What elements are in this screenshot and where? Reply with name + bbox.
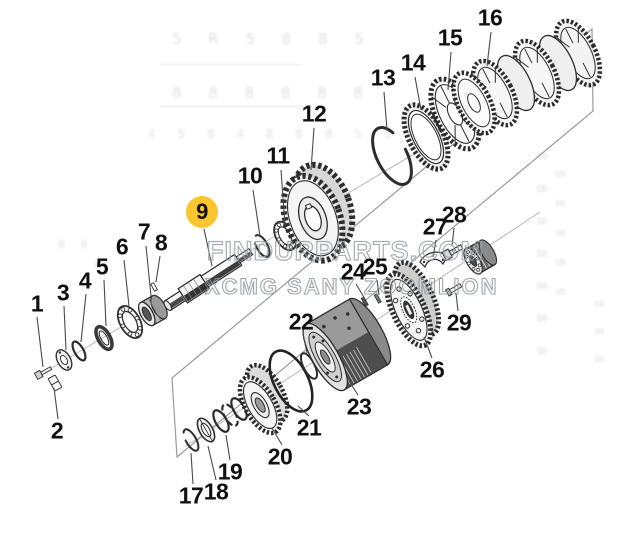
part-label-9: 9 bbox=[186, 196, 218, 228]
leader-line-15 bbox=[447, 51, 452, 91]
part-label-7: 7 bbox=[137, 218, 151, 245]
leader-line-1 bbox=[36, 316, 44, 368]
part-label-6: 6 bbox=[115, 233, 129, 260]
part-label-11: 11 bbox=[266, 142, 290, 169]
part-label-29: 29 bbox=[446, 309, 472, 336]
leader-line-11 bbox=[280, 169, 286, 226]
part-23-clutch-drum bbox=[302, 297, 392, 392]
leader-line-13 bbox=[383, 91, 388, 131]
part-label-26: 26 bbox=[419, 356, 445, 383]
roller-bearing bbox=[463, 239, 498, 275]
part-3-washer bbox=[55, 349, 73, 371]
part-8-pin bbox=[150, 282, 159, 292]
part-7-splined-bushing bbox=[137, 294, 168, 327]
part-13-snap-ring bbox=[371, 126, 413, 186]
leader-line-23 bbox=[348, 380, 359, 396]
bleedthrough-column: 8 8 8 8 8 8 8 bbox=[533, 152, 548, 365]
border-parallelogram bbox=[171, 27, 594, 459]
bleedthrough-column: 8 8 8 bbox=[592, 300, 606, 371]
part-18-washer bbox=[196, 417, 216, 443]
part-label-28: 28 bbox=[441, 201, 467, 228]
leader-line-3 bbox=[63, 305, 67, 351]
part-28-bolt bbox=[441, 244, 464, 262]
part-label-10: 10 bbox=[237, 162, 263, 189]
leader-line-29 bbox=[455, 292, 459, 312]
leader-line-9 bbox=[203, 228, 213, 267]
bleedthrough-row: 5 R 5 8 8 5 bbox=[172, 30, 375, 48]
leader-line-25 bbox=[376, 279, 380, 296]
part-6-ball-bearing bbox=[116, 305, 144, 339]
leader-line-24 bbox=[355, 283, 366, 300]
part-label-15: 15 bbox=[437, 24, 463, 51]
part-label-24: 24 bbox=[340, 258, 366, 285]
part-label-23: 23 bbox=[346, 393, 372, 420]
leader-lines bbox=[36, 31, 492, 485]
part-label-3: 3 bbox=[56, 279, 70, 306]
leader-line-19 bbox=[225, 434, 231, 461]
part-label-25: 25 bbox=[362, 253, 388, 280]
leader-line-27 bbox=[432, 239, 437, 258]
leader-line-22 bbox=[302, 333, 308, 354]
leader-line-28 bbox=[451, 227, 455, 247]
bleedthrough-mark: 8 bbox=[94, 258, 101, 271]
part-label-8: 8 bbox=[154, 229, 168, 256]
leader-line-6 bbox=[123, 259, 130, 307]
bleedthrough-mark: 8 8 bbox=[58, 238, 94, 251]
leader-line-16 bbox=[486, 31, 492, 67]
part-2-lock-plate bbox=[47, 374, 63, 392]
leader-line-7 bbox=[145, 245, 152, 297]
part-label-16: 16 bbox=[477, 4, 503, 31]
part-label-4: 4 bbox=[78, 267, 92, 294]
part-20-gear-hub bbox=[237, 362, 290, 436]
part-label-20: 20 bbox=[267, 443, 293, 470]
leader-line-21 bbox=[297, 405, 310, 417]
part-24-pin bbox=[360, 296, 369, 307]
leader-line-8 bbox=[155, 255, 161, 283]
part-9-shaft bbox=[163, 248, 254, 312]
bleedthrough-row: 8 8 8 8 8 8 bbox=[172, 84, 375, 102]
part-label-17: 17 bbox=[178, 482, 204, 509]
leader-line-2 bbox=[53, 387, 59, 420]
part-label-21: 21 bbox=[296, 414, 322, 441]
part-label-13: 13 bbox=[370, 64, 396, 91]
part-label-1: 1 bbox=[30, 290, 44, 317]
leader-line-14 bbox=[414, 76, 422, 111]
part-label-19: 19 bbox=[217, 458, 243, 485]
leader-line-5 bbox=[103, 279, 107, 327]
part-26-gear bbox=[384, 259, 442, 349]
leader-line-26 bbox=[423, 336, 433, 359]
part-5-seal-ring bbox=[94, 324, 114, 352]
leader-line-17 bbox=[190, 452, 194, 485]
bleedthrough-rule bbox=[160, 106, 310, 107]
part-12-gear bbox=[280, 161, 356, 264]
part-27-lock-bracket bbox=[419, 251, 448, 269]
leader-line-12 bbox=[310, 127, 315, 171]
part-16-clutch-pack bbox=[451, 18, 603, 136]
part-29-bolt bbox=[444, 283, 463, 297]
part-label-12: 12 bbox=[301, 100, 327, 127]
part-10-snap-ring bbox=[253, 234, 271, 258]
part-label-18: 18 bbox=[203, 478, 229, 505]
leader-line-20 bbox=[271, 427, 283, 446]
leader-line-18 bbox=[207, 445, 217, 481]
part-label-5: 5 bbox=[95, 253, 109, 280]
bleedthrough-rule bbox=[160, 64, 302, 65]
bleedthrough-row: 4 5 8 4 8 8 8 5 5 bbox=[148, 127, 401, 141]
part-label-2: 2 bbox=[50, 417, 64, 444]
leader-line-4 bbox=[80, 293, 87, 343]
part-14-ring-gear bbox=[401, 102, 451, 172]
part-label-27: 27 bbox=[422, 213, 448, 240]
part-4-o-ring bbox=[71, 340, 87, 362]
leader-line-10 bbox=[252, 189, 261, 237]
part-25-pin bbox=[373, 293, 382, 304]
part-label-22: 22 bbox=[288, 308, 314, 335]
bleedthrough-column: 8 8 8 8 8 bbox=[553, 170, 567, 305]
part-17-snap-ring bbox=[182, 428, 200, 452]
part-1-bolt bbox=[33, 366, 53, 381]
part-label-14: 14 bbox=[400, 49, 426, 76]
